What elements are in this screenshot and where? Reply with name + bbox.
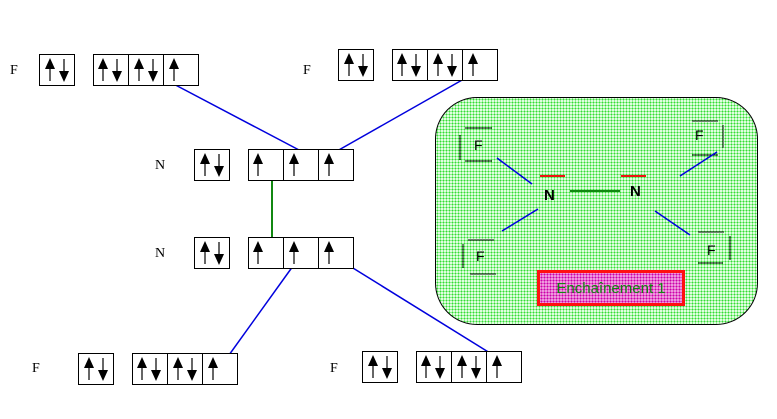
structure-fluorine-atom: F (474, 137, 483, 153)
spin-up-arrow-icon (397, 53, 407, 76)
nf-sigma-bond-line (329, 70, 479, 156)
structure-fluorine-atom: F (476, 248, 485, 264)
p-orbital-cell-n1-2 (283, 150, 319, 180)
atom-label-f4: F (330, 361, 338, 376)
structure-nitrogen-atom: N (544, 187, 555, 204)
spin-down-arrow-icon (214, 154, 224, 177)
p-orbital-box-f4 (416, 351, 522, 383)
enchainement-label[interactable]: Enchaînement 1 (537, 270, 685, 306)
spin-down-arrow-icon (411, 54, 421, 77)
p-orbital-cell-f4-1 (416, 352, 452, 382)
structure-nitrogen-atom: N (630, 183, 641, 200)
spin-up-arrow-icon (169, 58, 179, 81)
spin-up-arrow-icon (289, 153, 299, 176)
spin-down-arrow-icon (98, 358, 108, 381)
spin-up-arrow-icon (134, 58, 144, 81)
spin-up-arrow-icon (324, 153, 334, 176)
s-orbital-box-f2 (338, 49, 374, 81)
atom-label-f2: F (303, 63, 311, 78)
atom-label-f3: F (32, 361, 40, 376)
spin-down-arrow-icon (151, 358, 161, 381)
p-orbital-cell-f4-2 (451, 352, 487, 382)
s-orbital-box-n1 (194, 149, 230, 181)
structure-nf-bond (654, 210, 691, 236)
p-orbital-box-n2 (248, 237, 354, 269)
p-orbital-cell-f2-3 (462, 50, 498, 80)
spin-down-arrow-icon (358, 54, 368, 77)
p-orbital-cell-f1-2 (128, 55, 164, 85)
spin-up-arrow-icon (433, 53, 443, 76)
p-orbital-box-f2 (392, 49, 498, 81)
spin-up-arrow-icon (253, 153, 263, 176)
s-orbital-box-n2 (194, 237, 230, 269)
p-orbital-cell-f2-1 (392, 50, 428, 80)
p-orbital-cell-n2-1 (248, 238, 284, 268)
p-orbital-cell-f4-3 (486, 352, 522, 382)
structure-nf-bond (501, 208, 539, 232)
p-orbital-cell-f3-1 (132, 354, 168, 384)
spin-up-arrow-icon (208, 357, 218, 380)
atom-label-n1: N (155, 158, 166, 173)
p-orbital-cell-f1-1 (93, 55, 129, 85)
atom-label-n2: N (155, 246, 166, 261)
nf-sigma-bond-line (223, 265, 294, 363)
nf-sigma-bond-line (165, 79, 319, 161)
p-orbital-cell-f3-2 (167, 354, 203, 384)
spin-up-arrow-icon (492, 355, 502, 378)
p-orbital-cell-f2-2 (427, 50, 463, 80)
spin-up-arrow-icon (289, 241, 299, 264)
p-orbital-cell-f1-3 (163, 55, 199, 85)
spin-up-arrow-icon (368, 355, 378, 378)
atom-label-f1: F (10, 63, 18, 78)
p-orbital-cell-n1-1 (248, 150, 284, 180)
p-orbital-box-n1 (248, 149, 354, 181)
spin-down-arrow-icon (112, 59, 122, 82)
spin-down-arrow-icon (214, 242, 224, 265)
spin-up-arrow-icon (173, 357, 183, 380)
spin-down-arrow-icon (447, 54, 457, 77)
s-orbital-box-f3 (78, 353, 114, 385)
p-orbital-cell-n1-3 (318, 150, 354, 180)
p-orbital-cell-n2-3 (318, 238, 354, 268)
nf-sigma-bond-line (339, 259, 499, 359)
spin-up-arrow-icon (45, 58, 55, 81)
spin-up-arrow-icon (253, 241, 263, 264)
spin-down-arrow-icon (187, 358, 197, 381)
spin-up-arrow-icon (98, 58, 108, 81)
spin-up-arrow-icon (344, 53, 354, 76)
spin-down-arrow-icon (382, 356, 392, 379)
s-orbital-box-f1 (39, 54, 75, 86)
structure-nf-bond (679, 151, 718, 177)
p-orbital-cell-f3-3 (202, 354, 238, 384)
spin-down-arrow-icon (59, 59, 69, 82)
spin-up-arrow-icon (200, 153, 210, 176)
spin-up-arrow-icon (421, 355, 431, 378)
spin-up-arrow-icon (137, 357, 147, 380)
spin-down-arrow-icon (435, 356, 445, 379)
spin-up-arrow-icon (457, 355, 467, 378)
s-orbital-box-f4 (362, 351, 398, 383)
spin-down-arrow-icon (148, 59, 158, 82)
p-orbital-cell-n2-2 (283, 238, 319, 268)
spin-up-arrow-icon (324, 241, 334, 264)
spin-down-arrow-icon (471, 356, 481, 379)
structure-fluorine-atom: F (707, 242, 716, 258)
spin-up-arrow-icon (468, 53, 478, 76)
structure-nf-bond (496, 157, 533, 185)
structure-fluorine-atom: F (695, 127, 704, 143)
p-orbital-box-f1 (93, 54, 199, 86)
spin-up-arrow-icon (200, 241, 210, 264)
spin-up-arrow-icon (84, 357, 94, 380)
p-orbital-box-f3 (132, 353, 238, 385)
